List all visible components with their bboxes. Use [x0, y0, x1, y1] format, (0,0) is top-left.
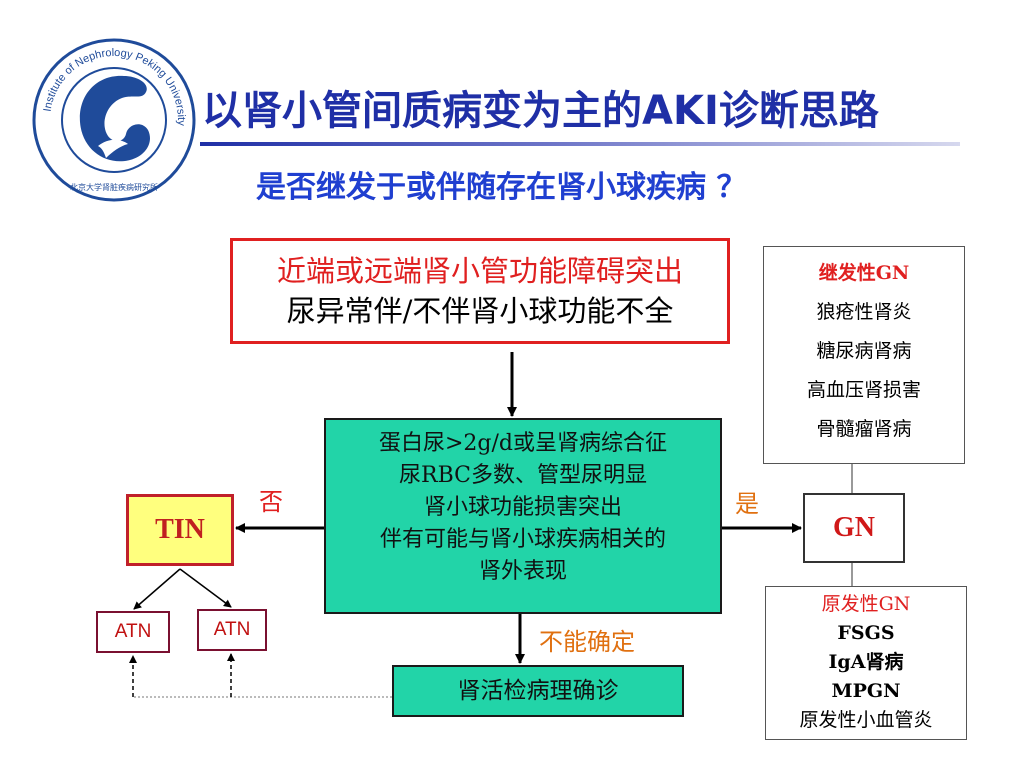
logo-kidney-shape [79, 75, 150, 162]
secondary-gn-box: 继发性GN 狼疮性肾炎 糖尿病肾病 高血压肾损害 骨髓瘤肾病 [763, 246, 965, 464]
institute-logo: Institute of Nephrology Peking Universit… [28, 34, 200, 206]
logo-bird-shape [98, 139, 128, 158]
secondary-gn-item: 狼疮性肾炎 [816, 301, 912, 323]
atn-box-right: ATN [197, 609, 267, 651]
secondary-gn-item: 骨髓瘤肾病 [816, 418, 912, 440]
atn-box-left: ATN [96, 611, 170, 653]
primary-gn-item: FSGS [837, 622, 895, 644]
slide-subtitle: 是否继发于或伴随存在肾小球疾病 ？ [256, 170, 747, 205]
logo-bottom-text: 北京大学肾脏疾病研究所 [70, 182, 158, 192]
secondary-gn-item: 糖尿病肾病 [816, 340, 912, 362]
branch-label-no: 否 [259, 488, 283, 516]
criteria-line-2: 尿RBC多数、管型尿明显 [399, 463, 647, 488]
secondary-gn-item: 高血压肾损害 [806, 379, 921, 401]
title-underline [200, 142, 960, 146]
biopsy-box: 肾活检病理确诊 [392, 665, 684, 717]
tubular-dysfunction-line2: 尿异常伴/不伴肾小球功能不全 [286, 294, 674, 328]
primary-gn-box: 原发性GN FSGS IgA肾病 MPGN 原发性小血管炎 [765, 586, 967, 740]
primary-gn-item: MPGN [831, 680, 901, 702]
criteria-line-3: 肾小球功能损害突出 [423, 495, 622, 520]
branch-label-yes: 是 [735, 490, 759, 518]
primary-gn-heading: 原发性GN [821, 593, 911, 615]
line-tin-to-atn-right [179, 568, 232, 608]
criteria-line-5: 肾外表现 [478, 559, 567, 584]
secondary-gn-heading: 继发性GN [818, 262, 910, 284]
tin-box: TIN [126, 494, 234, 566]
branch-label-uncertain: 不能确定 [539, 628, 635, 656]
criteria-line-1: 蛋白尿>2g/d或呈肾病综合征 [378, 431, 667, 456]
criteria-line-4: 伴有可能与肾小球疾病相关的 [379, 527, 666, 552]
tubular-dysfunction-line1: 近端或远端肾小管功能障碍突出 [276, 254, 683, 288]
gn-box: GN [803, 493, 905, 563]
glomerular-criteria-box: 蛋白尿>2g/d或呈肾病综合征 尿RBC多数、管型尿明显 肾小球功能损害突出 伴… [324, 418, 722, 614]
line-tin-to-atn-left [133, 568, 181, 610]
primary-gn-item: IgA肾病 [828, 651, 904, 673]
slide-title: 以肾小管间质病变为主的AKI诊断思路 [202, 88, 879, 134]
tubular-dysfunction-box: 近端或远端肾小管功能障碍突出 尿异常伴/不伴肾小球功能不全 [230, 238, 730, 344]
primary-gn-item: 原发性小血管炎 [799, 709, 933, 731]
